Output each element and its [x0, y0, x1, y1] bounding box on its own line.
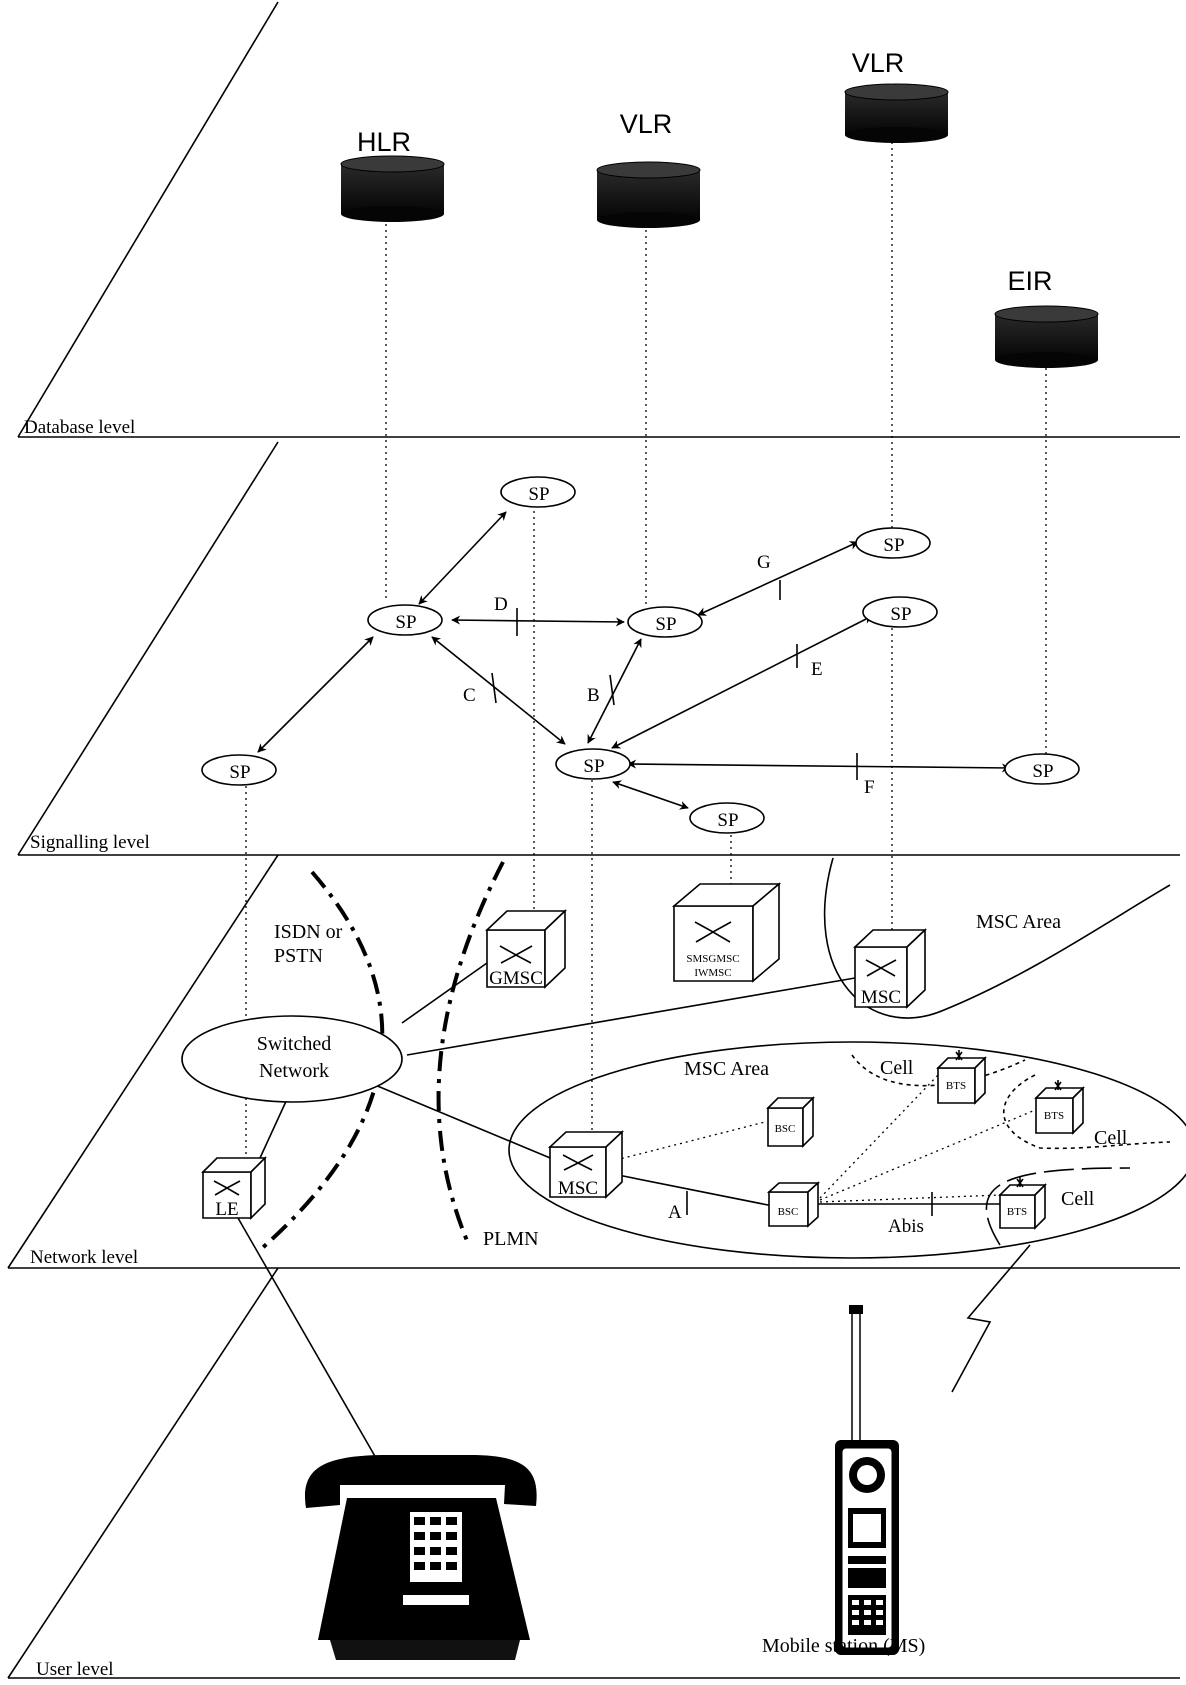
bts-3-label: BTS: [1007, 1206, 1027, 1218]
bts-node-1: BTS: [936, 1050, 987, 1105]
bts-node-3: BTS: [998, 1177, 1047, 1230]
cell-1-label: Cell: [880, 1057, 914, 1079]
vertical-dotted-links: [245, 130, 1047, 1170]
vlr-1-label: VLR: [620, 109, 673, 139]
signalling-points: SP SP SP SP SP SP SP SP: [201, 476, 1080, 834]
plmn-label: PLMN: [483, 1228, 539, 1250]
msc-main-label: MSC: [558, 1178, 598, 1199]
switched-network-label-2: Network: [259, 1060, 329, 1082]
vlr-2-label: VLR: [852, 48, 905, 78]
interface-d-label: D: [494, 594, 508, 615]
msc-node-main: MSC: [547, 1130, 625, 1199]
signalling-level-label: Signalling level: [30, 832, 150, 853]
switched-network-label-1: Switched: [257, 1033, 331, 1055]
msc-area-main-label: MSC Area: [684, 1058, 769, 1080]
user-level-label: User level: [36, 1659, 114, 1680]
sp-label: SP: [583, 756, 604, 777]
switched-network: Switched Network: [181, 1015, 403, 1103]
cell-2-label: Cell: [1094, 1127, 1128, 1149]
cell-boundaries: [851, 1054, 1171, 1246]
telephone-icon: [304, 1455, 537, 1660]
bsc-node-2: BSC: [766, 1181, 821, 1228]
eir-label: EIR: [1007, 266, 1052, 296]
isdn-pstn-label-1: ISDN or: [274, 921, 343, 943]
interface-abis-label: Abis: [888, 1216, 924, 1237]
eir-database: EIR: [994, 266, 1099, 368]
sp-vlr: SP: [627, 606, 703, 638]
sp-label: SP: [395, 612, 416, 633]
network-connections: [237, 962, 1041, 1466]
user-level-plane: User level: [7, 1267, 1180, 1680]
sp-left: SP: [201, 754, 277, 786]
network-level-plane: Network level: [7, 854, 1180, 1269]
bts-2-label: BTS: [1044, 1110, 1064, 1122]
msc-area-top-boundary: [823, 857, 1171, 1019]
sp-label: SP: [1032, 761, 1053, 782]
interface-f-label: F: [864, 777, 875, 798]
sp-label: SP: [655, 614, 676, 635]
interface-g-label: G: [757, 552, 771, 573]
mobile-station-label: Mobile station (MS): [762, 1635, 925, 1657]
interface-c-label: C: [463, 685, 476, 706]
hlr-label: HLR: [357, 127, 411, 157]
smsgmsc-node: SMSGMSC IWMSC: [671, 882, 782, 983]
bts-node-2: BTS: [1034, 1080, 1085, 1135]
gmsc-label: GMSC: [489, 968, 543, 989]
sp-label: SP: [883, 535, 904, 556]
sp-label: SP: [229, 762, 250, 783]
sp-top: SP: [500, 476, 576, 508]
sp-label: SP: [528, 484, 549, 505]
sp-hlr: SP: [367, 604, 443, 636]
signalling-links: [257, 511, 1011, 810]
msc-area-top-label: MSC Area: [976, 911, 1061, 933]
mobile-station-icon: [835, 1305, 899, 1655]
vlr-database-2: VLR: [844, 48, 949, 143]
smsgmsc-label: SMSGMSC: [686, 953, 739, 965]
msc-node-top: MSC: [852, 928, 928, 1009]
signalling-level-plane: Signalling level: [17, 441, 1180, 856]
bsc-1-label: BSC: [775, 1123, 796, 1135]
bts-1-label: BTS: [946, 1080, 966, 1092]
interface-b-label: B: [587, 685, 600, 706]
database-level-plane: Database level: [17, 1, 1180, 438]
bsc-2-label: BSC: [778, 1206, 799, 1218]
network-level-label: Network level: [30, 1247, 138, 1268]
bsc-node-1: BSC: [766, 1096, 815, 1148]
gmsc-node: GMSC: [484, 909, 568, 989]
plmn-boundary: [436, 861, 505, 1244]
iwmsc-label: IWMSC: [694, 967, 731, 979]
sp-label: SP: [717, 810, 738, 831]
msc-top-label: MSC: [861, 987, 901, 1008]
database-level-label: Database level: [24, 417, 135, 438]
vlr-database-1: VLR: [596, 109, 701, 228]
sp-center: SP: [555, 748, 631, 780]
hlr-database: HLR: [340, 127, 445, 222]
sp-right: SP: [862, 596, 938, 628]
sp-eir: SP: [1004, 753, 1080, 785]
isdn-pstn-label-2: PSTN: [274, 945, 323, 967]
le-label: LE: [215, 1199, 238, 1220]
cell-3-label: Cell: [1061, 1188, 1095, 1210]
le-node: LE: [201, 1156, 267, 1220]
interface-a-label: A: [668, 1202, 682, 1223]
sp-vlr-2: SP: [855, 527, 931, 559]
sp-bottom: SP: [689, 802, 765, 834]
interface-e-label: E: [811, 659, 823, 680]
msc-area-main: [508, 1041, 1186, 1259]
sp-label: SP: [890, 604, 911, 625]
radio-link-lightning-icon: [951, 1244, 1031, 1393]
interface-labels: D C B G E F A Abis: [463, 552, 924, 1237]
